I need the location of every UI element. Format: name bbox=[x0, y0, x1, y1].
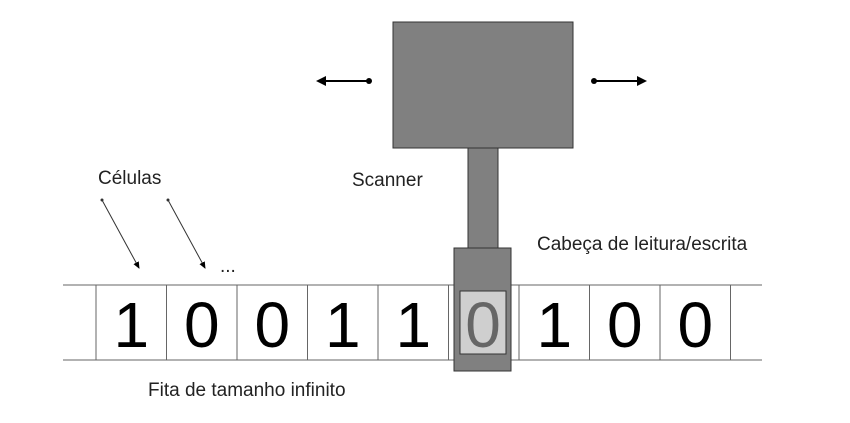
ellipsis-label: ... bbox=[220, 256, 236, 277]
head-label: Cabeça de leitura/escrita bbox=[537, 234, 748, 255]
head-window bbox=[459, 290, 507, 355]
tape-cell-symbol: 0 bbox=[607, 289, 643, 361]
cell-pointer-arrow-icon bbox=[100, 198, 140, 269]
move-right-arrow-icon bbox=[591, 76, 647, 86]
head-current-symbol: 0 bbox=[465, 289, 501, 361]
tape-cell-symbol: 0 bbox=[184, 289, 220, 361]
tape-cell-symbol: 1 bbox=[325, 289, 361, 361]
tape-cell-symbol: 1 bbox=[536, 289, 572, 361]
tape-cell-symbol: 0 bbox=[254, 289, 290, 361]
move-left-arrow-icon bbox=[316, 76, 372, 86]
cell-pointer-arrow-icon bbox=[166, 198, 206, 269]
tape-cell-symbol: 1 bbox=[395, 289, 431, 361]
tape-label: Fita de tamanho infinito bbox=[148, 380, 346, 401]
tape-cell-symbol: 1 bbox=[113, 289, 149, 361]
scanner-stem bbox=[467, 147, 499, 249]
tape-cell-symbol: 0 bbox=[677, 289, 713, 361]
scanner-label: Scanner bbox=[352, 170, 423, 191]
scanner-body bbox=[392, 21, 574, 149]
cells-label: Células bbox=[98, 168, 161, 189]
